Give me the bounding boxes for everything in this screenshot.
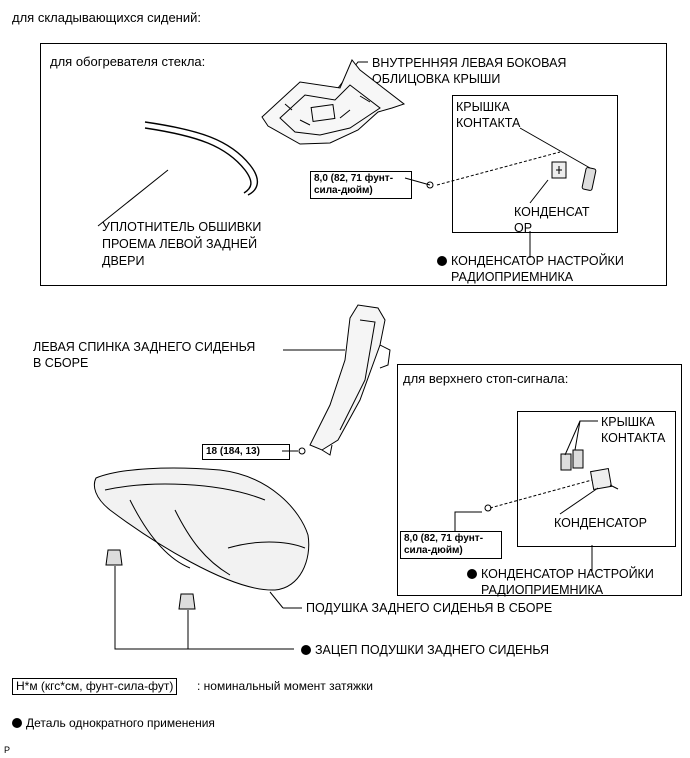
bl-condenser-leader: [559, 487, 599, 515]
bl-torque-leader: [454, 511, 482, 531]
torque-line-1: 8,0 (82, 71 фунт-: [314, 173, 394, 184]
single-use-legend: Деталь однократного применения: [12, 715, 215, 731]
glass-heater-torque-spec: 8,0 (82, 71 фунт- сила-дюйм): [310, 171, 412, 199]
weatherstrip-label-3: ДВЕРИ: [102, 254, 145, 268]
roof-trim-label-1: ВНУТРЕННЯЯ ЛЕВАЯ БОКОВАЯ: [372, 56, 567, 70]
seatback-shape: [309, 304, 391, 456]
seatback-label-2: В СБОРЕ: [33, 356, 89, 370]
gh-dash-line: [436, 151, 561, 186]
glass-heater-detail-box: [452, 95, 618, 233]
gh-condenser-leader: [529, 179, 549, 204]
bl-radio-condenser-label-1: КОНДЕНСАТОР НАСТРОЙКИ: [467, 566, 654, 582]
seatback-screw: [298, 447, 306, 455]
contact-cover-label-2: КОНТАКТА: [456, 116, 521, 130]
hook-leader-1: [114, 566, 294, 650]
bl-cover-leader-2: [564, 420, 581, 456]
gh-torque-leader: [404, 177, 431, 186]
radio-condenser-label-1: КОНДЕНСАТОР НАСТРОЙКИ: [437, 253, 624, 269]
radio-condenser-label-2: РАДИОПРИЕМНИКА: [451, 270, 574, 284]
condenser-label-1: КОНДЕНСАТ: [514, 205, 590, 219]
bl-contact-cover-label-2: КОНТАКТА: [601, 431, 666, 445]
cushion-shape: [93, 467, 310, 591]
gh-screw: [426, 181, 434, 189]
weatherstrip-label-1: УПЛОТНИТЕЛЬ ОБШИВКИ: [102, 220, 262, 234]
contact-cover-label-1: КРЫШКА: [456, 100, 510, 114]
unit-legend-text: : номинальный момент затяжки: [197, 679, 373, 693]
glass-heater-panel: [40, 43, 667, 286]
bl-parts: [560, 449, 619, 491]
bl-torque-line-1: 8,0 (82, 71 фунт-: [404, 533, 484, 544]
brake-light-panel: [397, 364, 682, 596]
glass-heater-title: для обогревателя стекла:: [50, 54, 206, 69]
header-caption: для складывающихся сидений:: [12, 10, 201, 25]
roof-trim-shape: [261, 59, 406, 145]
condenser-label-2: ОР: [514, 221, 533, 235]
seatback-label-1: ЛЕВАЯ СПИНКА ЗАДНЕГО СИДЕНЬЯ: [33, 340, 256, 354]
bl-radio-condenser-label-2: РАДИОПРИЕМНИКА: [481, 583, 604, 597]
gh-cover-part: [581, 167, 597, 191]
brake-light-torque-spec: 8,0 (82, 71 фунт- сила-дюйм): [400, 531, 502, 559]
bl-torque-line-2: сила-дюйм): [404, 545, 463, 556]
gh-cover-leader: [519, 127, 591, 169]
torque-line-2: сила-дюйм): [314, 185, 373, 196]
unit-legend-box: Н*м (кгс*см, фунт-сила-фут): [12, 678, 178, 695]
seatback-torque-spec: 18 (184, 13): [202, 444, 290, 460]
cushion-leader-a: [269, 591, 284, 609]
cushion-hook-label: ЗАЦЕП ПОДУШКИ ЗАДНЕГО СИДЕНЬЯ: [301, 642, 549, 658]
weatherstrip-label-2: ПРОЕМА ЛЕВОЙ ЗАДНЕЙ: [102, 237, 258, 251]
brake-light-title: для верхнего стоп-сигнала:: [403, 371, 569, 386]
roof-trim-label-2: ОБЛИЦОВКА КРЫШИ: [372, 72, 501, 86]
bl-condenser-label: КОНДЕНСАТОР: [554, 516, 647, 530]
bl-contact-cover-label-1: КРЫШКА: [601, 415, 655, 429]
brake-light-detail-box: [517, 411, 676, 547]
gh-condenser-part: [551, 161, 567, 179]
corner-mark: P: [4, 745, 11, 755]
bl-dash-line: [489, 479, 593, 509]
bl-screw: [484, 504, 492, 512]
weatherstrip-leader: [97, 169, 169, 227]
weatherstrip-shape: [144, 121, 258, 196]
cushion-label: ПОДУШКА ЗАДНЕГО СИДЕНЬЯ В СБОРЕ: [306, 601, 553, 615]
hook-parts: [105, 549, 196, 610]
